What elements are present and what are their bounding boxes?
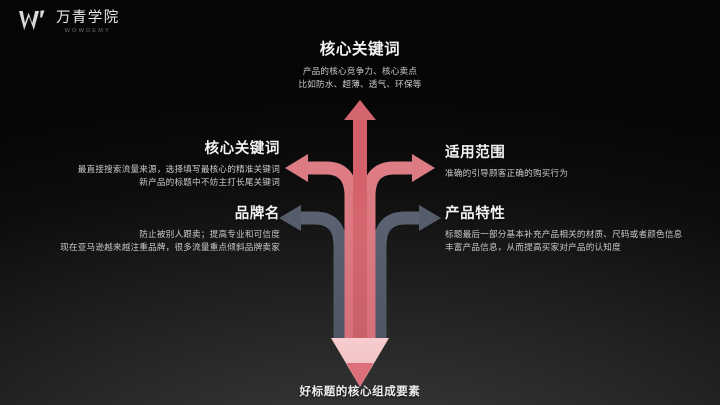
brand-logo: 万青学院 WOWDEMY [18,9,120,35]
node-heading: 核心关键词 [204,141,280,157]
node-product-features: 产品特性 标题最后一部分基本补充产品相关的材质、尺码或者颜色信息 丰富产品信息，… [445,205,707,254]
node-applicable-scope: 适用范围 准确的引导顾客正确的购买行为 [445,144,700,180]
brand-name-en: WOWDEMY [64,28,112,34]
node-heading: 产品特性 [445,206,506,222]
diagram-caption: 好标题的核心组成要素 [210,383,510,402]
arrow-branch-lower-right [373,205,441,338]
node-line: 最直接搜索流量来源，选择填写最核心的精准关键词 [77,164,280,174]
arrow-branch-upper-left [285,154,358,338]
arrow-branch-lower-left [279,205,347,338]
node-core-keyword-left: 核心关键词 最直接搜索流量来源，选择填写最核心的精准关键词 新产品的标题中不妨主… [30,140,280,189]
node-heading: 核心关键词 [319,41,401,58]
node-line: 丰富产品信息，从而提高买家对产品的认知度 [445,242,621,252]
node-line: 比如防水、超薄、透气、环保等 [298,79,422,89]
w-monogram-icon [18,9,50,35]
node-line: 防止被别人跟卖；提高专业和可信度 [139,229,280,239]
node-line: 新产品的标题中不妨主打长尾关键词 [139,177,280,187]
node-heading: 品牌名 [234,206,280,222]
node-line: 准确的引导顾客正确的购买行为 [445,168,569,178]
pencil-split-arrow-diagram [275,98,445,388]
pencil-tip-icon [331,338,389,387]
node-brand-name: 品牌名 防止被别人跟卖；提高专业和可信度 现在亚马逊越来越注重品牌，很多流量重点… [30,205,280,254]
node-heading: 适用范围 [445,145,506,161]
node-line: 现在亚马逊越来越注重品牌，很多流量重点倾斜品牌卖家 [60,242,280,252]
brand-name-cn: 万青学院 [56,10,120,26]
node-core-keyword-top: 核心关键词 产品的核心竞争力、核心卖点 比如防水、超薄、透气、环保等 [215,40,505,91]
caption-text: 好标题的核心组成要素 [299,386,421,398]
arrow-branch-center-up [344,100,376,340]
node-line: 产品的核心竞争力、核心卖点 [302,66,418,76]
node-line: 标题最后一部分基本补充产品相关的材质、尺码或者颜色信息 [445,229,683,239]
arrow-branch-upper-right [362,154,435,338]
brand-logo-text: 万青学院 WOWDEMY [56,9,120,35]
